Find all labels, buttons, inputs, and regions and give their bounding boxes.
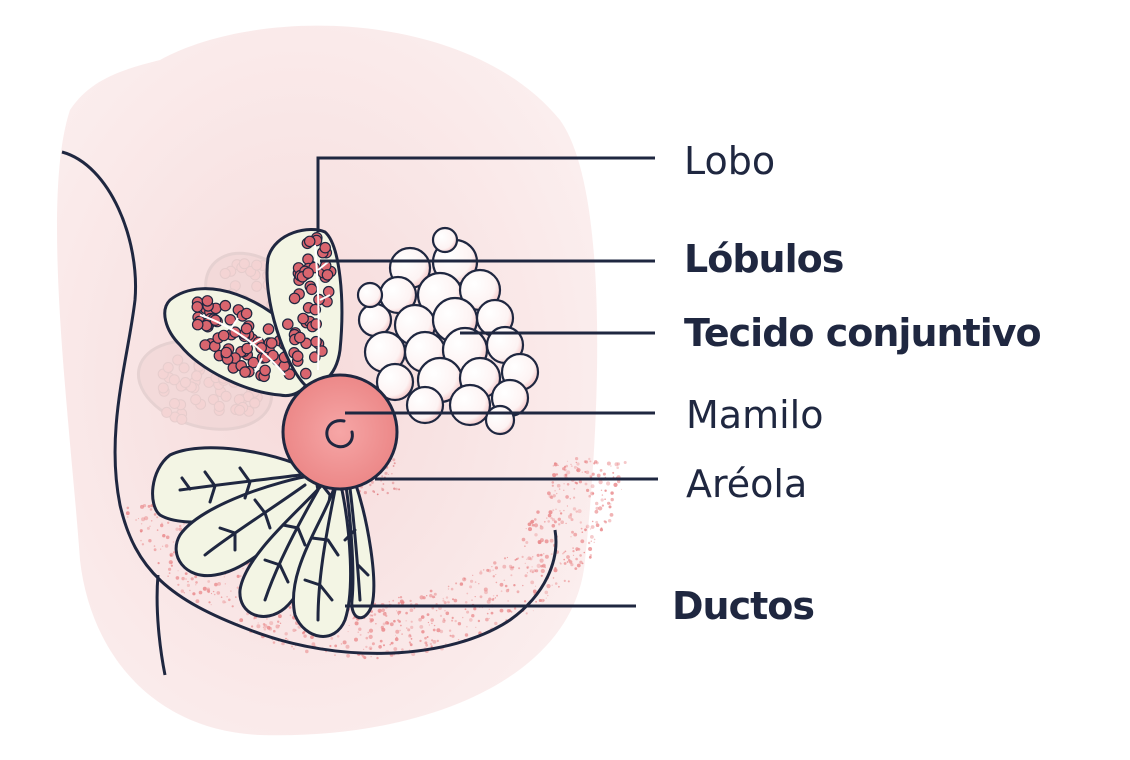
label-mamilo: Mamilo xyxy=(686,393,824,437)
label-ductos: Ductos xyxy=(672,584,815,628)
label-areola: Aréola xyxy=(686,462,808,506)
leader-lines xyxy=(316,156,658,608)
label-lobulos: Lóbulos xyxy=(684,237,844,281)
areola xyxy=(281,373,399,491)
leader-lobo xyxy=(316,156,655,232)
lobe-upper xyxy=(265,227,344,388)
ducts xyxy=(178,466,370,622)
connective-tissue-cluster xyxy=(356,226,540,436)
nipple xyxy=(325,419,354,449)
label-lobo: Lobo xyxy=(684,139,776,183)
side-outline xyxy=(155,574,167,676)
label-tecido-conjuntivo: Tecido conjuntivo xyxy=(684,311,1042,355)
